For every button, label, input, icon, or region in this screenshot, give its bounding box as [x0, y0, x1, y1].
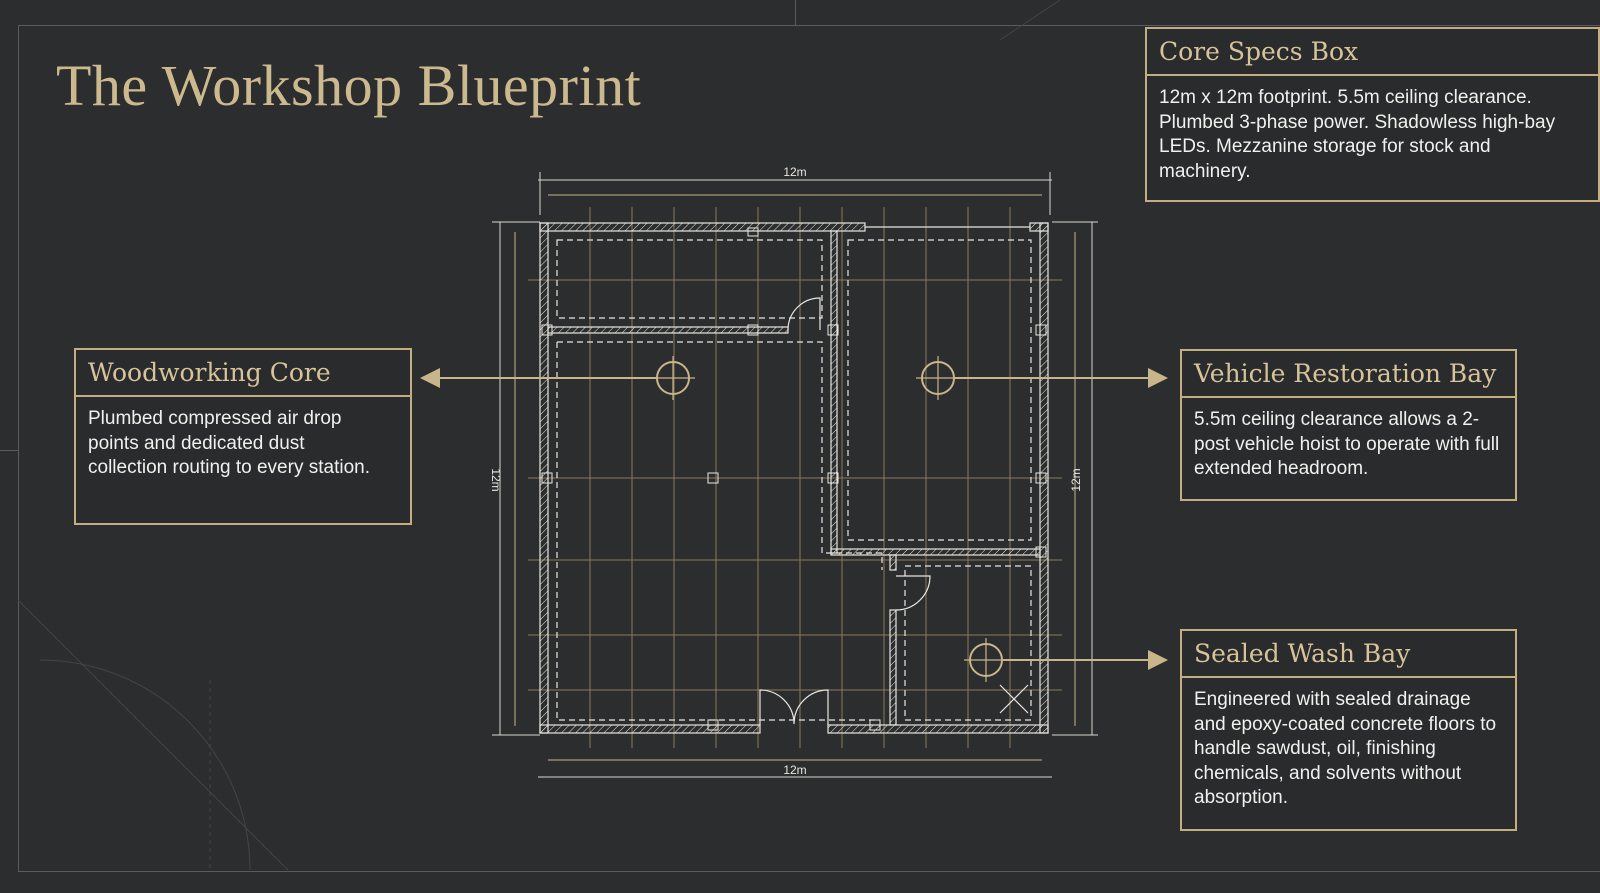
vehicle-callout: Vehicle Restoration Bay 5.5m ceiling cle… — [1180, 349, 1517, 501]
zone-outlines — [556, 239, 1032, 721]
wash-callout: Sealed Wash Bay Engineered with sealed d… — [1180, 629, 1517, 831]
woodworking-body: Plumbed compressed air drop points and d… — [88, 408, 370, 478]
page-frame — [18, 25, 1600, 872]
page-title: The Workshop Blueprint — [56, 53, 642, 118]
walls — [539, 222, 1049, 734]
core-specs-body: 12m x 12m footprint. 5.5m ceiling cleara… — [1159, 87, 1556, 182]
columns — [541, 227, 1047, 731]
dim-top-label: 12m — [783, 165, 806, 179]
frame-tick-left — [0, 450, 18, 451]
woodworking-target-icon — [651, 356, 695, 400]
dim-left-label: 12m — [489, 468, 503, 491]
plan-grid — [528, 207, 1062, 748]
doors — [759, 297, 1029, 725]
woodworking-callout: Woodworking Core Plumbed compressed air … — [74, 348, 412, 525]
woodworking-heading: Woodworking Core — [76, 350, 410, 397]
decorative-construction-lines — [17, 0, 1061, 871]
core-specs-heading: Core Specs Box — [1147, 29, 1598, 76]
wash-body: Engineered with sealed drainage and epox… — [1194, 689, 1497, 808]
dim-right-label: 12m — [1069, 468, 1083, 491]
wash-target-icon — [964, 638, 1008, 682]
callout-arrows — [420, 356, 1168, 682]
vehicle-heading: Vehicle Restoration Bay — [1182, 351, 1515, 398]
dim-bottom-label: 12m — [783, 763, 806, 777]
vehicle-target-icon — [916, 356, 960, 400]
dimension-lines — [492, 172, 1098, 778]
wash-heading: Sealed Wash Bay — [1182, 631, 1515, 678]
vehicle-body: 5.5m ceiling clearance allows a 2-post v… — [1194, 409, 1500, 479]
core-specs-box: Core Specs Box 12m x 12m footprint. 5.5m… — [1145, 27, 1600, 202]
frame-tick-top — [795, 0, 796, 25]
